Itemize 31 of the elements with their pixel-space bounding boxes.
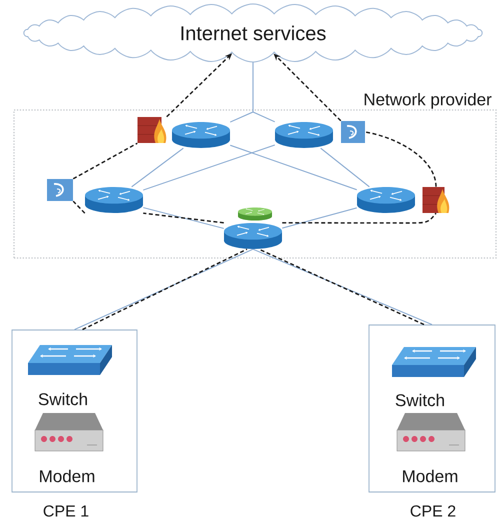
dashed-line <box>72 142 138 180</box>
node-label: Network provider <box>364 92 492 109</box>
dashed-line <box>282 212 437 224</box>
firewall-icon <box>422 187 450 213</box>
line <box>282 207 358 229</box>
router-icon <box>85 187 143 213</box>
group-box: Network provider <box>13 92 497 259</box>
device-label: Switch <box>396 394 444 406</box>
line <box>142 144 276 191</box>
device-label: Switch <box>38 392 87 406</box>
line <box>142 207 224 229</box>
line <box>131 148 184 188</box>
router-icon <box>224 223 282 249</box>
swirl-icon <box>47 179 73 201</box>
cloud: Internet services <box>23 4 483 62</box>
router-icon <box>357 187 415 213</box>
router-icon <box>238 208 272 220</box>
dashed-line <box>143 212 224 224</box>
line <box>320 148 370 188</box>
device-label: Modem <box>403 470 458 482</box>
line <box>230 62 276 123</box>
router-icon <box>275 122 333 148</box>
line <box>230 144 358 190</box>
router-icon <box>172 122 230 148</box>
firewall-icon <box>137 117 166 143</box>
node-label: CPE 2 <box>410 505 456 517</box>
swirl-icon <box>341 121 365 143</box>
node-label: CPE 1 <box>44 505 88 517</box>
dashed-line <box>365 131 437 187</box>
dashed-line <box>72 200 86 214</box>
device-label: Modem <box>40 470 94 482</box>
